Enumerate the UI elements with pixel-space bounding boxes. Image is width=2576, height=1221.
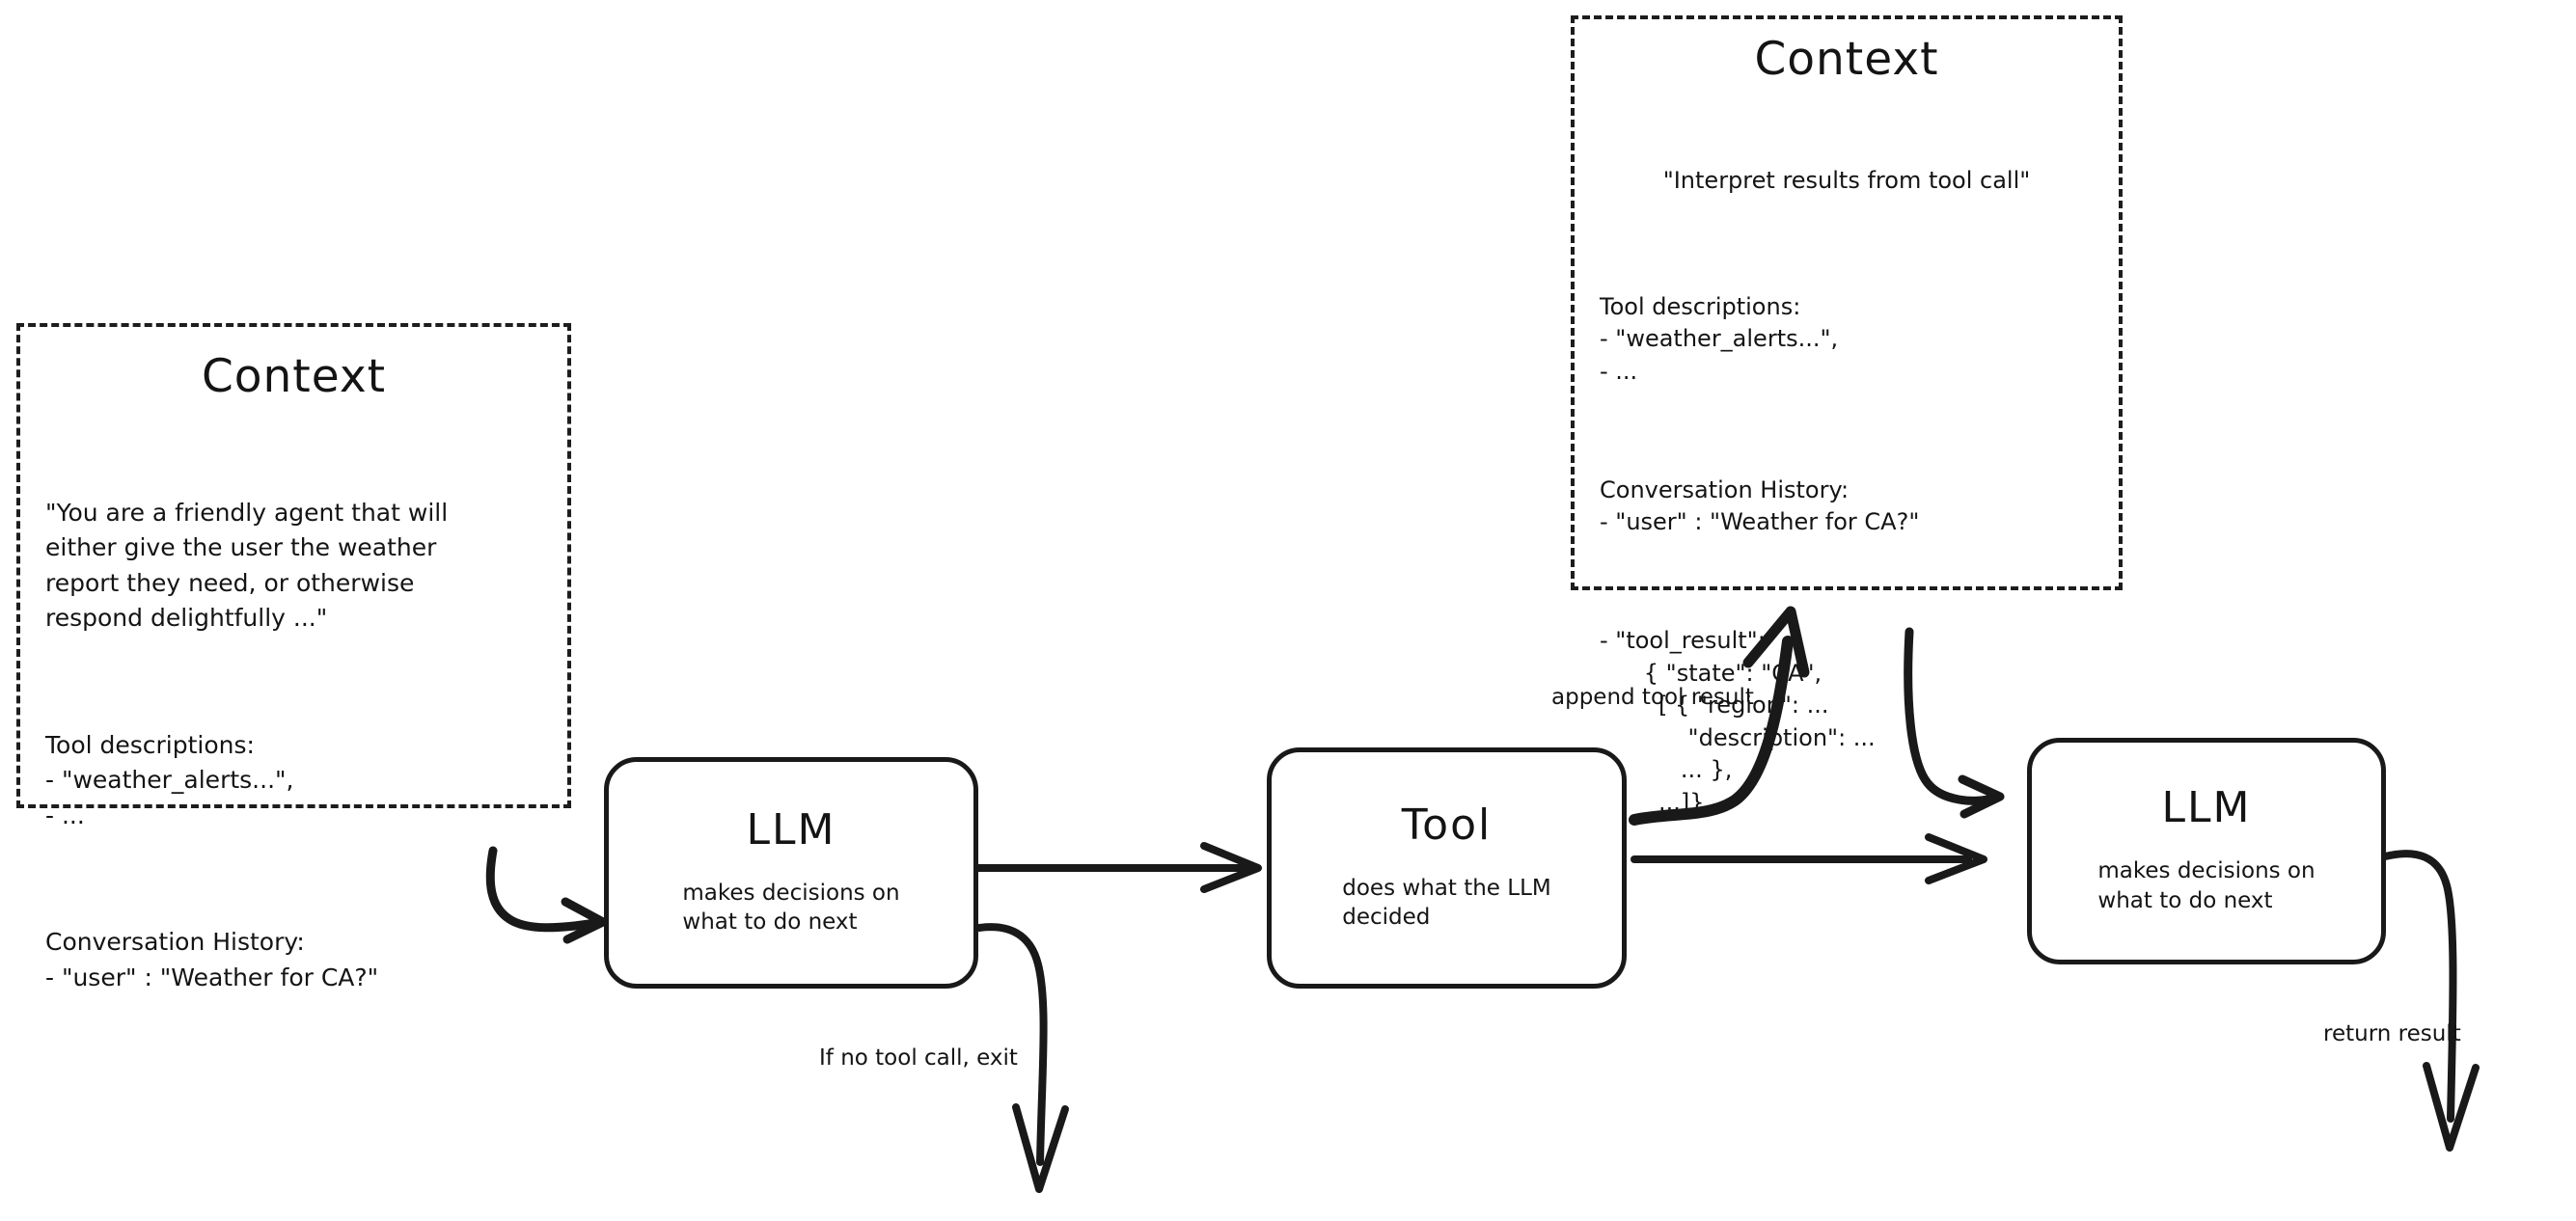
context-right-system-prompt: "Interpret results from tool call" — [1662, 166, 2031, 194]
context-right-tool-result: - "tool_result": { "state": "CA", [ { "r… — [1600, 627, 1876, 816]
context-right-title: Context — [1754, 33, 1939, 86]
context-left-system-prompt: "You are a friendly agent that will eith… — [45, 498, 449, 633]
context-right-body: "Interpret results from tool call" Tool … — [1600, 100, 2094, 884]
context-right-conversation-history: Conversation History: - "user" : "Weathe… — [1600, 475, 1920, 536]
node-llm-first-subtitle: makes decisions on what to do next — [682, 880, 900, 935]
node-llm-second[interactable]: LLM makes decisions on what to do next — [2027, 738, 2386, 964]
node-llm-first[interactable]: LLM makes decisions on what to do next — [604, 757, 978, 989]
arrow-llm-first-to-tool — [973, 842, 1262, 893]
context-left-title: Context — [201, 350, 387, 403]
context-box-left: Context "You are a friendly agent that w… — [16, 323, 571, 991]
edge-label-if-no-tool-call-exit: If no tool call, exit — [819, 1045, 1018, 1071]
context-right-tool-descriptions: Tool descriptions: - "weather_alerts..."… — [1600, 292, 1839, 385]
node-tool-title: Tool — [1401, 800, 1493, 850]
node-tool[interactable]: Tool does what the LLM decided — [1267, 747, 1627, 989]
node-tool-subtitle: does what the LLM decided — [1342, 875, 1551, 930]
context-left-tool-descriptions: Tool descriptions: - "weather_alerts..."… — [45, 730, 294, 829]
node-llm-first-title: LLM — [746, 804, 836, 855]
edge-label-return-result: return result — [2323, 1021, 2461, 1046]
context-left-body: "You are a friendly agent that will eith… — [45, 425, 542, 1067]
context-left-conversation-history: Conversation History: - "user" : "Weathe… — [45, 928, 379, 991]
node-llm-second-subtitle: makes decisions on what to do next — [2097, 858, 2316, 913]
node-llm-second-title: LLM — [2161, 783, 2252, 833]
edge-label-append-tool-result: append tool result — [1551, 685, 1754, 710]
context-box-right: Context "Interpret results from tool cal… — [1571, 15, 2123, 816]
arrow-return-result — [2381, 850, 2480, 1152]
